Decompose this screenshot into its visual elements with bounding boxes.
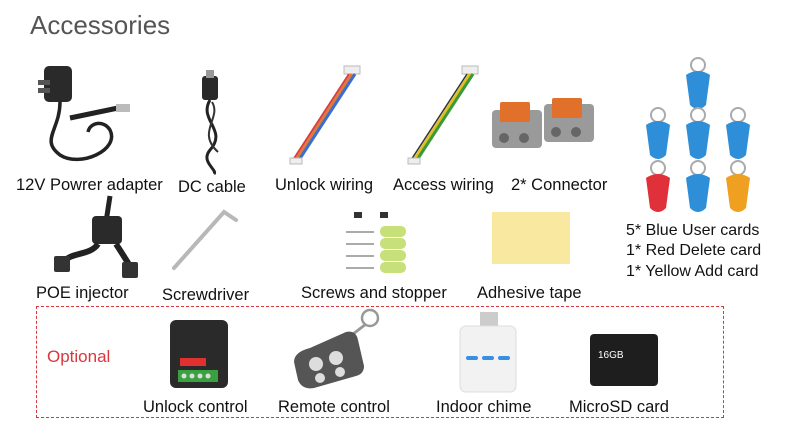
indoor-chime-icon — [459, 312, 517, 393]
power-adapter-icon — [38, 66, 130, 162]
poe-injector-icon — [54, 195, 138, 278]
item-label-screws: Screws and stopper — [301, 284, 447, 302]
optional-label-indoor-chime: Indoor chime — [436, 398, 532, 416]
connector-icon — [492, 98, 594, 148]
item-label-adhesive-tape: Adhesive tape — [477, 284, 582, 302]
item-label-connector: 2* Connector — [511, 176, 608, 194]
screws-icon — [346, 212, 406, 273]
item-label-access-wiring: Access wiring — [393, 176, 494, 194]
optional-section — [36, 306, 724, 418]
page-title: Accessories — [30, 10, 171, 40]
optional-label: Optional — [47, 347, 111, 366]
item-label-power-adapter: 12V Powrer adapter — [16, 176, 163, 194]
unlock-control-icon — [170, 320, 228, 388]
access-wiring-icon — [407, 65, 479, 165]
microsd-card-text: 16GB — [598, 350, 624, 361]
screwdriver-icon — [172, 209, 238, 270]
card-line-yellow: 1* Yellow Add card — [626, 263, 759, 280]
item-label-unlock-wiring: Unlock wiring — [275, 176, 374, 194]
rfid-cards-icon — [646, 57, 750, 212]
optional-label-unlock-control: Unlock control — [143, 398, 248, 416]
card-line-red: 1* Red Delete card — [626, 242, 762, 259]
item-label-screwdriver: Screwdriver — [162, 286, 250, 304]
unlock-wiring-icon — [289, 65, 361, 165]
microsd-card-icon: 16GB — [590, 334, 658, 386]
item-label-dc-cable: DC cable — [178, 178, 246, 196]
item-label-poe-injector: POE injector — [36, 284, 129, 302]
optional-label-remote-control: Remote control — [278, 398, 390, 416]
remote-control-icon — [294, 308, 380, 389]
adhesive-tape-icon — [492, 212, 570, 264]
dc-cable-icon — [202, 70, 219, 176]
card-line-blue: 5* Blue User cards — [626, 222, 760, 239]
optional-label-microsd-card: MicroSD card — [569, 398, 669, 416]
